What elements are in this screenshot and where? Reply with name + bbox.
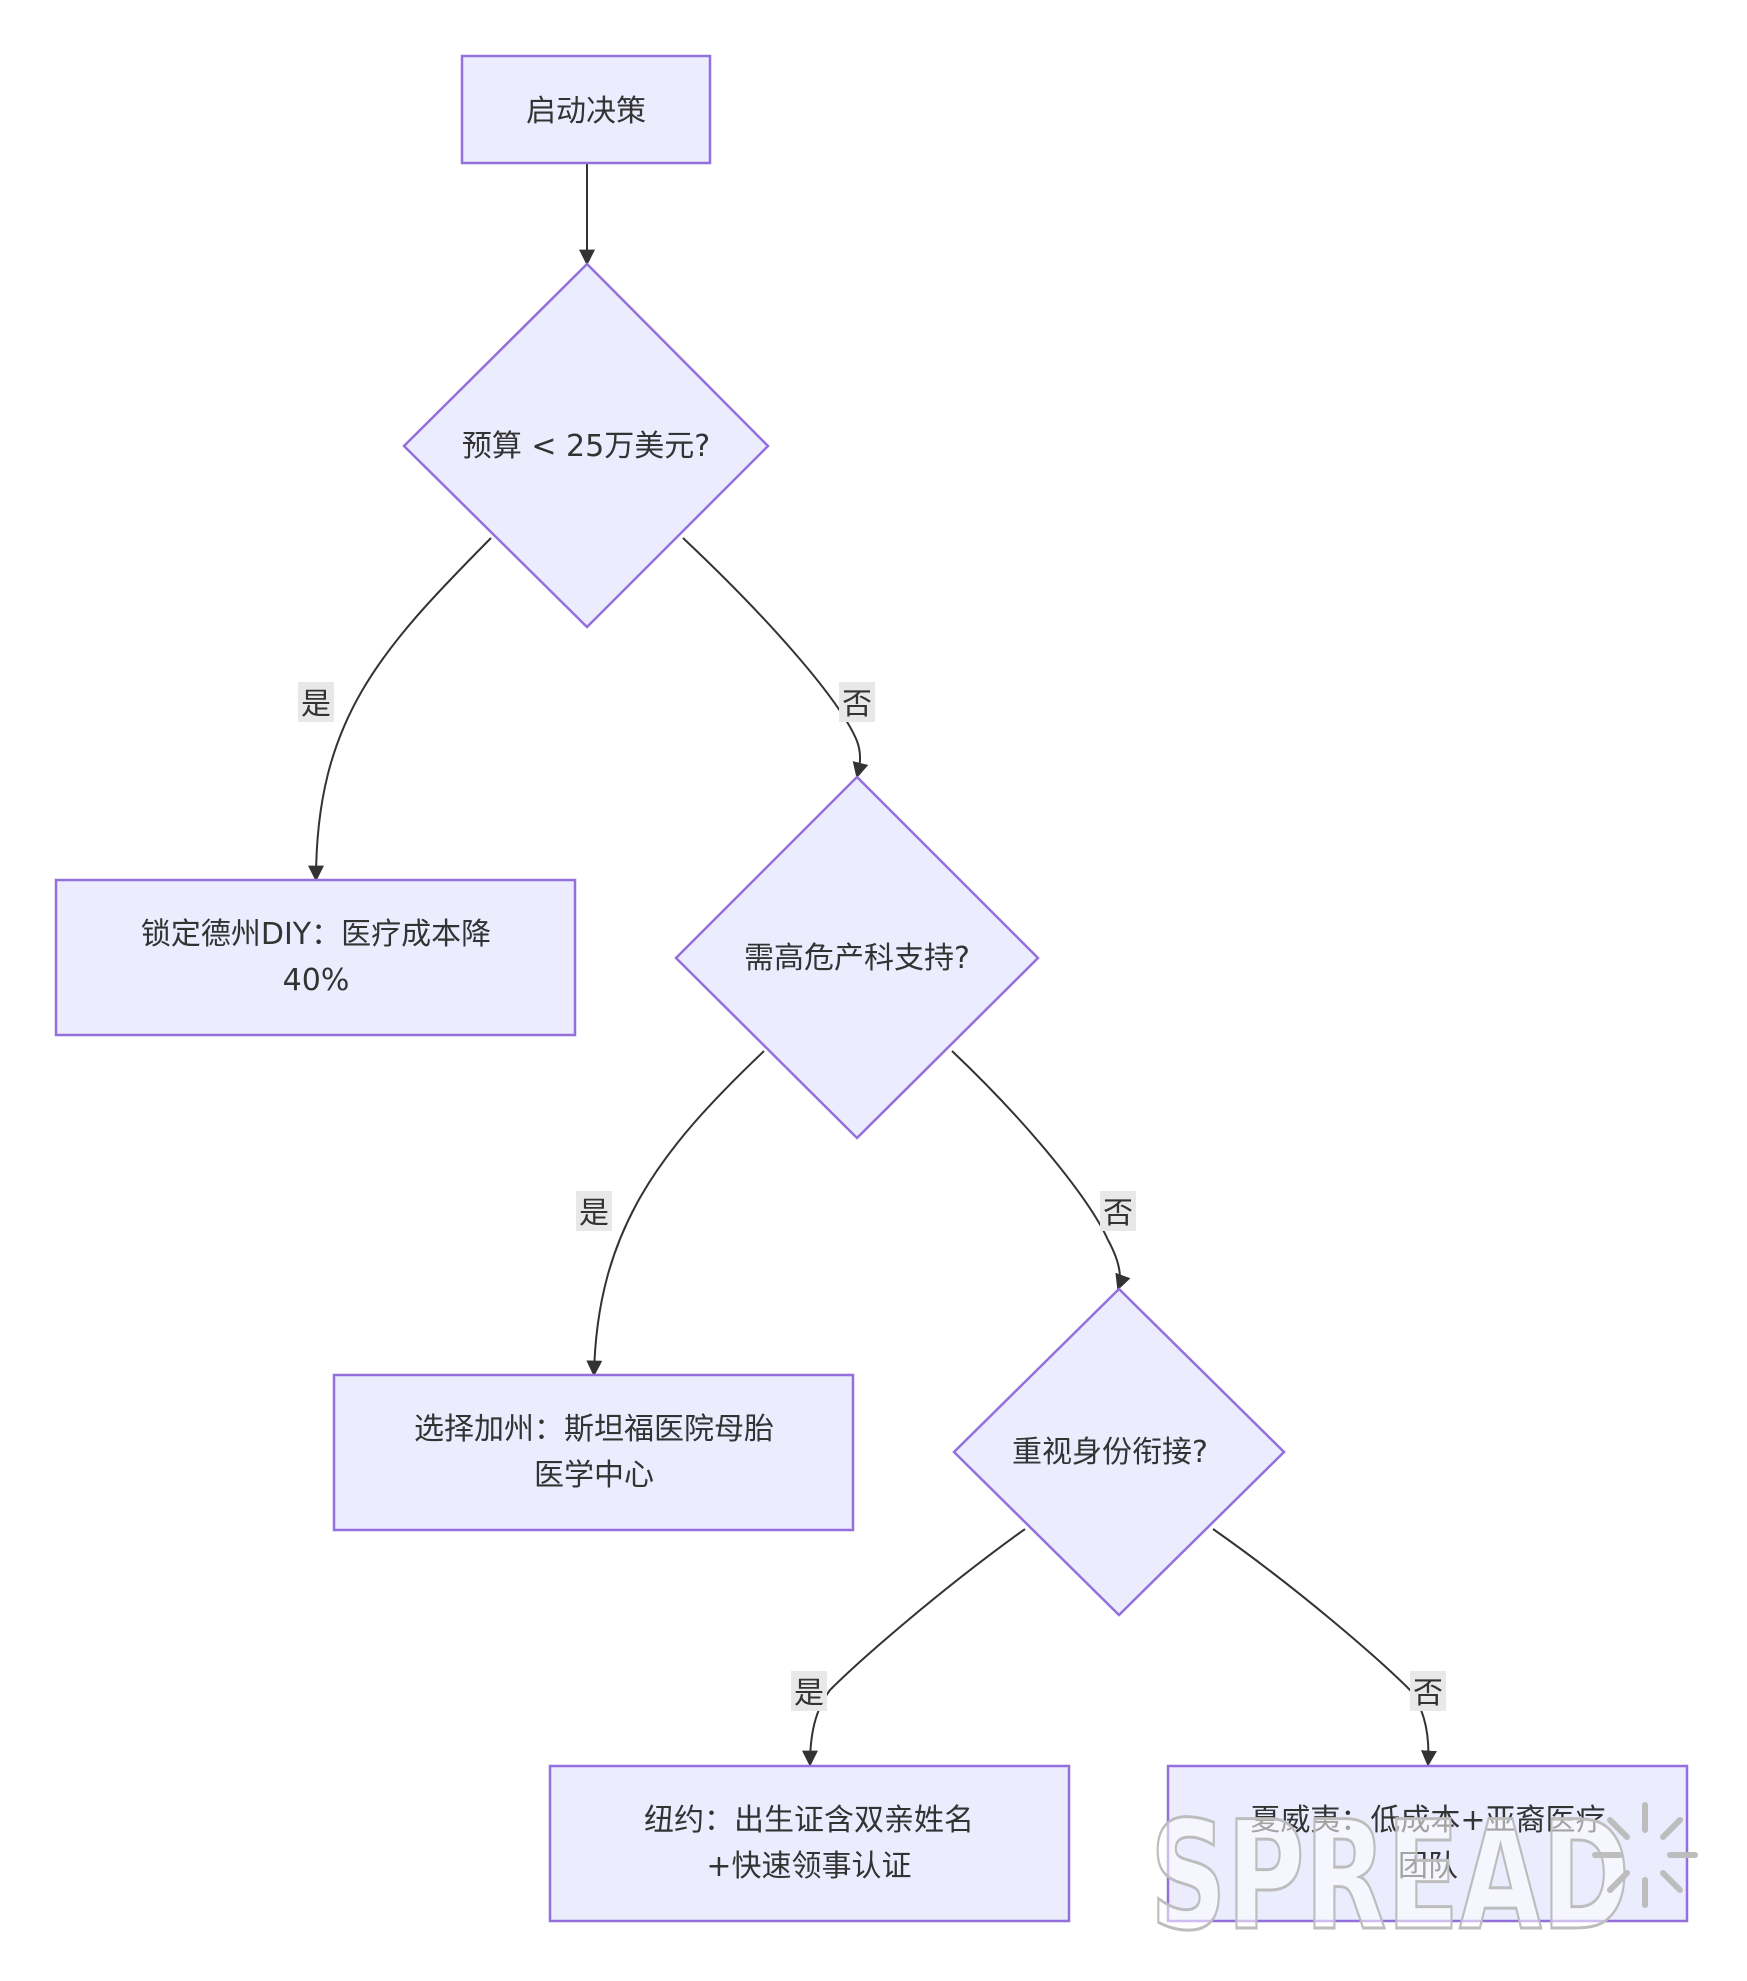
node-label: 预算 < 25万美元? <box>462 429 710 464</box>
edge-label-budget-obstetric: 否 <box>839 682 875 722</box>
node-label-line-2: 医学中心 <box>534 1458 654 1493</box>
node-obstetric: 需高危产科支持? <box>674 775 1040 1140</box>
node-hawaii: 夏威夷：低成本+亚裔医疗 团队 <box>1166 1764 1689 1923</box>
process-box <box>54 878 577 1037</box>
edge-budget-obstetric <box>682 537 869 779</box>
process-box <box>460 54 712 165</box>
decision-diamond <box>674 775 1040 1140</box>
edge-budget-texas <box>308 537 492 882</box>
edge-label-text: 否 <box>842 687 872 722</box>
edge-label-obstetric-california: 是 <box>576 1191 612 1231</box>
edge-label-text: 否 <box>1103 1196 1133 1231</box>
watermark: SPREAD <box>1149 1789 1698 1966</box>
node-budget: 预算 < 25万美元? <box>402 262 770 629</box>
process-box <box>548 1764 1071 1923</box>
node-newyork: 纽约：出生证含双亲姓名 +快速领事认证 <box>548 1764 1071 1923</box>
edge-label-text: 是 <box>301 687 331 722</box>
node-identity: 重视身份衔接? <box>952 1287 1286 1617</box>
edge-label-text: 否 <box>1413 1676 1443 1711</box>
edge-label-obstetric-identity: 否 <box>1100 1191 1136 1231</box>
node-label: 启动决策 <box>526 94 646 129</box>
edge-labels: 是 否 是 否 是 否 <box>298 682 1446 1711</box>
node-start: 启动决策 <box>460 54 712 165</box>
nodes: 启动决策 预算 < 25万美元? 锁定德州DIY：医疗成本降 40% 需高危产科… <box>54 54 1689 1923</box>
node-label-line-2: 40% <box>283 963 350 998</box>
node-texas: 锁定德州DIY：医疗成本降 40% <box>54 878 577 1037</box>
watermark-text: SPREAD <box>1150 1790 1630 1964</box>
node-label-line-1: 纽约：出生证含双亲姓名 <box>644 1803 974 1838</box>
watermark-burst-icon <box>1592 1802 1698 1908</box>
node-label-line-1: 锁定德州DIY：医疗成本降 <box>141 917 491 952</box>
edge-obstetric-identity <box>951 1050 1131 1291</box>
node-label-line-2: +快速领事认证 <box>706 1849 911 1884</box>
edge-label-identity-hawaii: 否 <box>1410 1671 1446 1711</box>
edge-identity-hawaii <box>1212 1528 1437 1767</box>
decision-diamond <box>952 1287 1286 1617</box>
node-label-line-2: 团队 <box>1398 1849 1458 1884</box>
edge-identity-newyork <box>802 1528 1026 1767</box>
node-label-line-1: 夏威夷：低成本+亚裔医疗 <box>1250 1803 1605 1838</box>
edges <box>308 163 1437 1767</box>
edge-label-budget-texas: 是 <box>298 682 334 722</box>
decision-diamond <box>402 262 770 629</box>
process-box <box>332 1373 855 1532</box>
node-california: 选择加州：斯坦福医院母胎 医学中心 <box>332 1373 855 1532</box>
node-label: 需高危产科支持? <box>744 941 970 976</box>
node-label: 重视身份衔接? <box>1012 1435 1208 1470</box>
edge-obstetric-california <box>586 1050 765 1377</box>
edge-label-text: 是 <box>794 1676 824 1711</box>
node-label-line-1: 选择加州：斯坦福医院母胎 <box>414 1412 774 1447</box>
process-box <box>1166 1764 1689 1923</box>
edge-label-identity-newyork: 是 <box>791 1671 827 1711</box>
edge-label-text: 是 <box>579 1196 609 1231</box>
